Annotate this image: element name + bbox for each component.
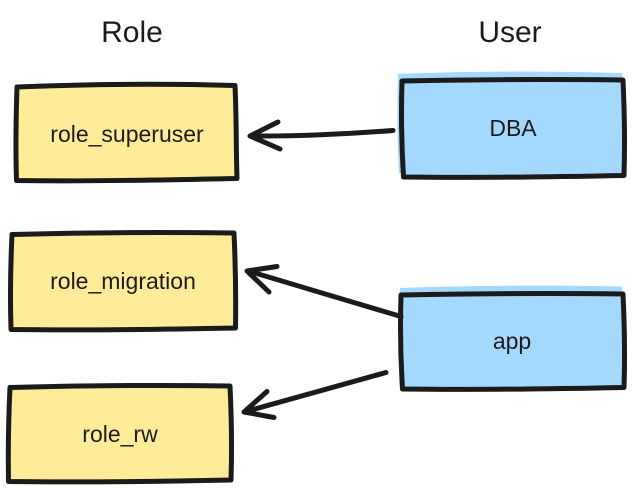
role-superuser-box [13,81,240,184]
app-label: app [493,328,531,354]
role-migration-box [7,230,239,333]
node-role-migration: role_migration [7,230,239,333]
arrow-dba-to-role-superuser-head [247,119,283,152]
arrow-app-to-role-migration [244,264,404,319]
arrow-app-to-role-rw [241,370,389,420]
node-role-superuser: role_superuser [13,81,240,184]
node-app: app [398,285,628,392]
role-superuser-label: role_superuser [50,121,204,147]
node-role-rw: role_rw [5,383,235,485]
column-title-role: Role [101,16,163,49]
role-rw-label: role_rw [82,421,158,447]
arrow-app-to-role-migration-shaft [247,269,404,319]
arrow-dba-to-role-superuser-shaft [250,128,396,139]
arrow-app-to-role-rw-head [241,389,277,420]
dba-label: DBA [489,115,537,141]
dba-box [399,76,628,180]
role-migration-label: role_migration [50,268,196,294]
column-title-user: User [478,16,541,49]
node-dba: DBA [397,71,628,180]
arrow-dba-to-role-superuser [247,119,396,152]
app-box [398,290,628,392]
arrow-app-to-role-rw-shaft [243,370,389,414]
arrow-app-to-role-migration-head [244,264,280,295]
role-rw-box [5,383,235,485]
